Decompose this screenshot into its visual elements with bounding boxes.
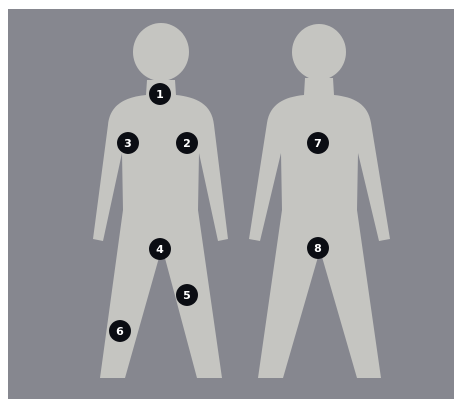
marker-label: 2 xyxy=(183,137,191,150)
left-figure-head xyxy=(133,23,189,81)
diagram-background xyxy=(8,9,454,399)
marker-label: 3 xyxy=(124,137,132,150)
marker-label: 7 xyxy=(314,137,322,150)
marker-7: 7 xyxy=(307,132,329,154)
marker-label: 1 xyxy=(156,88,164,101)
marker-label: 5 xyxy=(183,289,191,302)
marker-8: 8 xyxy=(307,237,329,259)
marker-1: 1 xyxy=(149,83,171,105)
marker-label: 4 xyxy=(156,243,164,256)
marker-6: 6 xyxy=(109,320,131,342)
marker-4: 4 xyxy=(149,238,171,260)
marker-label: 6 xyxy=(116,325,124,338)
right-figure-head xyxy=(292,24,346,80)
marker-3: 3 xyxy=(117,132,139,154)
marker-5: 5 xyxy=(176,284,198,306)
marker-2: 2 xyxy=(176,132,198,154)
marker-label: 8 xyxy=(314,242,322,255)
